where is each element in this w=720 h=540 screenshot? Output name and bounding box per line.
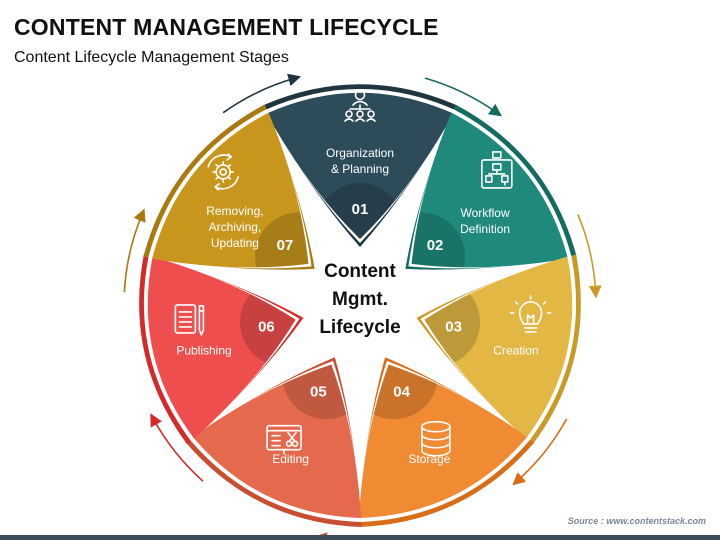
center-line-3: Lifecycle (319, 317, 400, 338)
bottom-bar (0, 535, 720, 540)
stage-07-shade (255, 212, 309, 268)
stage-02-shade (411, 212, 465, 268)
document-pencil-icon (174, 304, 205, 336)
stage-04-shade (358, 364, 438, 420)
database-icon (421, 420, 451, 457)
team-hierarchy-icon (344, 89, 376, 122)
stage-07-number: 07 (277, 237, 294, 254)
stage-07-label-line: Updating (211, 236, 259, 250)
stage-07-label-line: Removing, (206, 204, 263, 218)
stage-02-label-line: Definition (460, 222, 510, 236)
stage-07-petal: 07 Removing, Archiving, Updating (143, 104, 315, 270)
stage-01-label-line: Organization (326, 146, 394, 160)
gear-cycle-icon (207, 153, 239, 191)
center-label: Content Mgmt. Lifecycle (319, 261, 400, 338)
lightbulb-icon (509, 295, 552, 333)
stage-07-label-line: Archiving, (209, 220, 262, 234)
stage-06-label-line: Publishing (176, 344, 231, 358)
connector-01-to-02 (424, 77, 503, 117)
stage-03-shade (424, 278, 481, 367)
connector-06-to-07 (123, 208, 146, 293)
stage-04-number: 04 (393, 383, 410, 400)
stage-02-label-line: Workflow (461, 206, 510, 220)
stage-03-number: 03 (445, 318, 462, 335)
stage-02-number: 02 (427, 237, 444, 254)
stage-04-body (358, 364, 528, 518)
flowchart-icon (481, 151, 513, 189)
stage-07-body (152, 112, 309, 268)
stage-petals: 01 Organization & Planning 02 WorkflowDefini… (139, 84, 581, 527)
connector-05-to-06 (150, 413, 204, 482)
stage-04-label-line: Storage (408, 452, 450, 466)
stage-05-number: 05 (310, 383, 327, 400)
stage-05-shade (282, 364, 362, 420)
stage-01-petal: 01 Organization & Planning (262, 84, 458, 247)
source-note: Source : www.contentstack.com (567, 516, 706, 526)
stage-01-label-line: & Planning (331, 162, 389, 176)
stage-02-body (411, 112, 568, 268)
stage-01-shade (316, 183, 404, 239)
stage-01-body (266, 92, 454, 239)
page-title: CONTENT MANAGEMENT LIFECYCLE (14, 14, 439, 40)
page-subtitle: Content Lifecycle Management Stages (14, 49, 289, 66)
stage-01-number: 01 (352, 201, 369, 218)
stage-06-body (147, 256, 296, 439)
connector-03-to-04 (512, 418, 568, 486)
connector-07-to-01 (222, 73, 302, 114)
stage-05-label-line: Editing (272, 452, 309, 466)
connector-02-to-03 (577, 214, 602, 299)
editing-tools-icon (266, 424, 302, 455)
stage-06-shade (239, 278, 296, 367)
stage-03-label-line: Creation (493, 344, 538, 358)
connector-arrows (123, 73, 602, 540)
center-line-2: Mgmt. (332, 289, 388, 310)
center-line-1: Content (324, 261, 396, 282)
stage-06-number: 06 (258, 318, 275, 335)
